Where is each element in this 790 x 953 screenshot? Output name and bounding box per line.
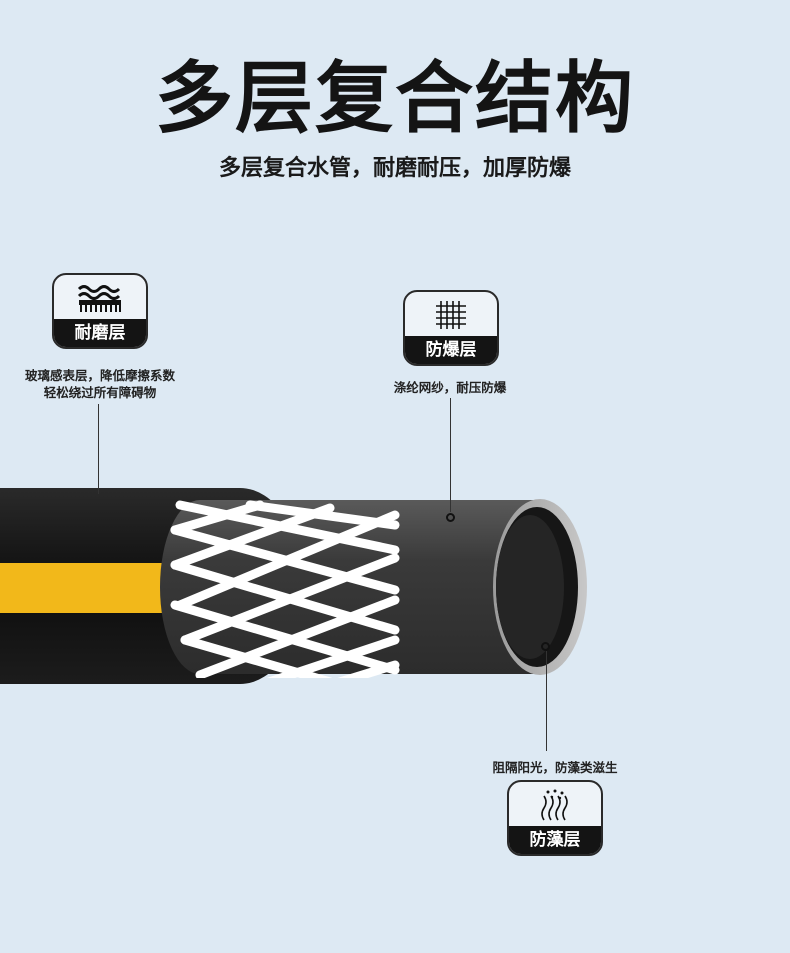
algae-leader-line bbox=[546, 651, 547, 751]
algae-icon bbox=[509, 782, 601, 828]
hose-illustration bbox=[0, 488, 587, 684]
algae-marker bbox=[541, 642, 550, 651]
burst-leader-line bbox=[450, 398, 451, 512]
yellow-stripe bbox=[0, 563, 165, 613]
wear-leader-line bbox=[98, 404, 99, 494]
burst-marker bbox=[446, 513, 455, 522]
burst-layer-desc: 涤纶网纱，耐压防爆 bbox=[393, 380, 507, 395]
algae-layer-desc: 阻隔阳光，防藻类滋生 bbox=[492, 760, 618, 775]
burst-layer-label: 防爆层 bbox=[405, 336, 497, 364]
braided-mesh bbox=[170, 500, 400, 678]
wear-layer-desc: 玻璃感表层，降低摩擦系数 轻松绕过所有障碍物 bbox=[0, 367, 200, 401]
algae-layer-badge: 防藻层 bbox=[507, 780, 603, 856]
mesh-grid-icon bbox=[405, 292, 497, 338]
wear-desc-line2: 轻松绕过所有障碍物 bbox=[43, 385, 157, 400]
page-title: 多层复合结构 bbox=[154, 54, 635, 144]
page-subtitle: 多层复合水管，耐磨耐压，加厚防爆 bbox=[218, 156, 571, 181]
burst-layer-badge: 防爆层 bbox=[403, 290, 499, 366]
algae-layer-label: 防藻层 bbox=[509, 826, 601, 854]
wear-desc-line1: 玻璃感表层，降低摩擦系数 bbox=[24, 368, 175, 383]
wear-layer-label: 耐磨层 bbox=[54, 319, 146, 347]
wear-layer-badge: 耐磨层 bbox=[52, 273, 148, 349]
wear-texture-icon bbox=[54, 275, 146, 321]
